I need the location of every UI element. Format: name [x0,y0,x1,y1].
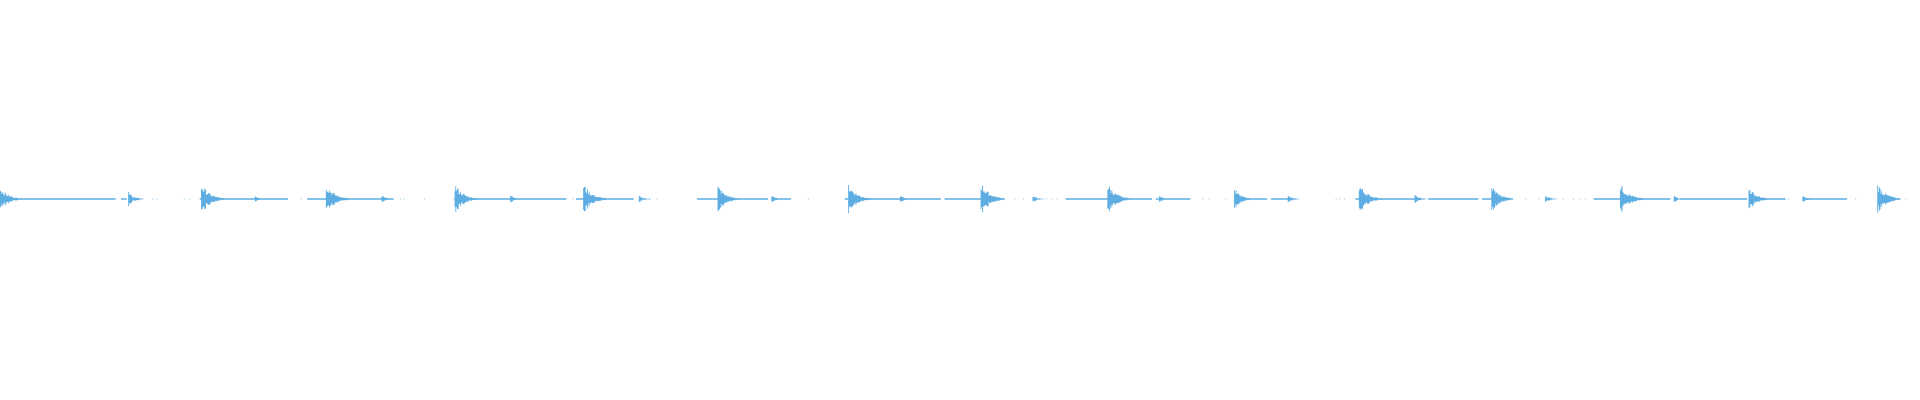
waveform-beat-burst [1673,196,1686,202]
waveform-beat-burst [848,185,872,213]
waveform-beat-burst [1414,195,1427,203]
waveform-beat-burst [1159,196,1172,202]
waveform-beat-burst [381,196,394,202]
waveform-beat-burst [899,196,913,202]
waveform-beat-burst [1491,188,1514,210]
waveform-beat-burst [638,196,651,202]
waveform-beat-burst [1619,186,1644,212]
waveform-beat-burst [771,196,784,202]
waveform-beat-burst [1358,187,1383,211]
waveform-beat-burst [454,186,478,212]
waveform-beat-burst [1802,196,1815,202]
waveform-beat-burst [325,190,350,208]
waveform-beat-burst [1287,195,1300,203]
waveform-beat-burst [717,186,740,212]
waveform-beat-burst [0,190,21,208]
waveform-beat-burst [1107,186,1131,212]
waveform-beat-burst [201,188,225,210]
waveform-beat-burst [1032,196,1045,202]
waveform-beat-burst [510,195,523,203]
waveform-beat-burst [128,192,144,206]
waveform-beat-burst [980,185,1005,213]
waveform-beat-burst [583,186,607,212]
waveform-beat-burst [1877,185,1901,213]
waveform-beat-burst [1234,190,1253,208]
waveform-beat-burst [254,196,267,202]
waveform-beat-burst [1748,189,1769,209]
waveform-beat-burst [1545,196,1558,202]
